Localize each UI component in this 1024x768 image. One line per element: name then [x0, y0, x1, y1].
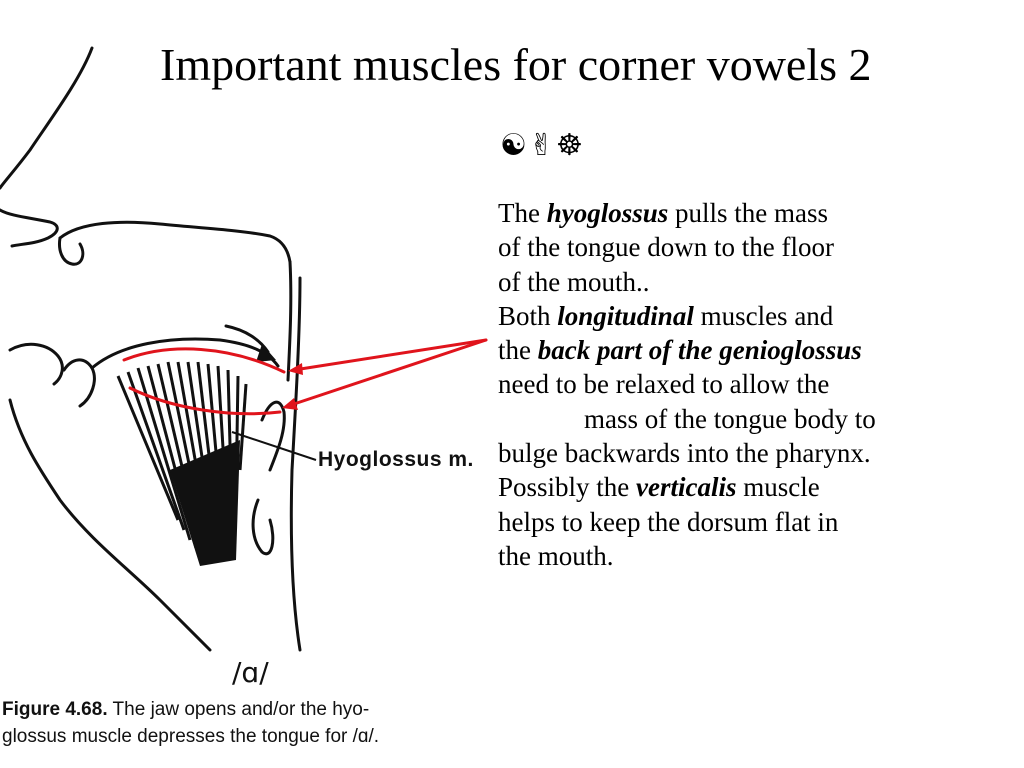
term-longitudinal: longitudinal [557, 300, 694, 331]
body-line: the mouth. [498, 540, 614, 571]
body-line: the back part of the genioglossus [498, 333, 1018, 367]
red-arrow-line-upper [292, 338, 488, 372]
pharynx-wall-line [289, 276, 302, 652]
red-arrowhead-upper [288, 363, 303, 375]
text-run: pulls the mass [668, 198, 829, 228]
figure-caption: Figure 4.68. The jaw opens and/or the hy… [2, 696, 542, 750]
body-line: mass of the tongue body to [498, 402, 1018, 436]
text-run: muscle [736, 472, 820, 503]
body-line: Possibly the verticalis muscle [498, 470, 1018, 504]
red-annotations [122, 338, 488, 416]
text-run: muscles and [693, 300, 834, 331]
text-run: Possibly the [498, 472, 637, 503]
hyoglossus-label: Hyoglossus m. [318, 448, 474, 471]
red-arrow-line-lower [286, 338, 488, 408]
decorative-symbols: ☯✌☸ [500, 128, 585, 163]
epiglottis-line [260, 400, 286, 472]
nose-line [0, 208, 59, 248]
tongue-dorsum-line [90, 337, 280, 370]
body-line: bulge backwards into the pharynx. [498, 438, 871, 469]
caption-line: Figure 4.68. The jaw opens and/or the hy… [2, 696, 542, 723]
term-hyoglossus: hyoglossus [546, 198, 669, 228]
body-line: helps to keep the dorsum flat in [498, 506, 839, 537]
text-run: The [498, 198, 547, 228]
term-genioglossus: back part of the genioglossus [537, 335, 862, 366]
term-verticalis: verticalis [636, 472, 737, 503]
text-run: mass of the tongue body to [584, 403, 876, 434]
palate-line [58, 220, 292, 264]
body-line: The hyoglossus pulls the mass [498, 196, 1018, 230]
text-run: Both [498, 300, 558, 331]
arrowhead-dark [256, 344, 276, 362]
hyoglossus-base [170, 440, 240, 566]
upper-teeth-line [58, 236, 85, 266]
lower-lip-line [8, 342, 64, 386]
slide-body-text: The hyoglossus pulls the mass of the ton… [498, 196, 1018, 573]
larynx-line [251, 498, 275, 556]
velum-line [286, 260, 293, 382]
caption-line: glossus muscle depresses the tongue for … [2, 726, 380, 747]
body-line: of the tongue down to the floor [498, 232, 834, 263]
lower-teeth-line [62, 358, 96, 408]
text-run: The jaw opens and/or the hyo- [107, 699, 370, 720]
slide-title: Important muscles for corner vowels 2 [160, 39, 872, 90]
face-profile-line [0, 46, 94, 190]
red-curve-lower [128, 386, 282, 416]
label-leader-line [231, 431, 317, 461]
red-arrowhead-lower [282, 398, 298, 410]
vowel-label: /ɑ/ [232, 656, 269, 689]
chin-line [8, 398, 212, 652]
body-line: need to be relaxed to allow the [498, 369, 830, 400]
body-line: Both longitudinal muscles and [498, 299, 1018, 333]
red-curve-upper [122, 347, 286, 374]
caption-number: Figure 4.68. [2, 699, 108, 720]
text-run: the [498, 335, 538, 366]
body-line: of the mouth.. [498, 266, 650, 297]
